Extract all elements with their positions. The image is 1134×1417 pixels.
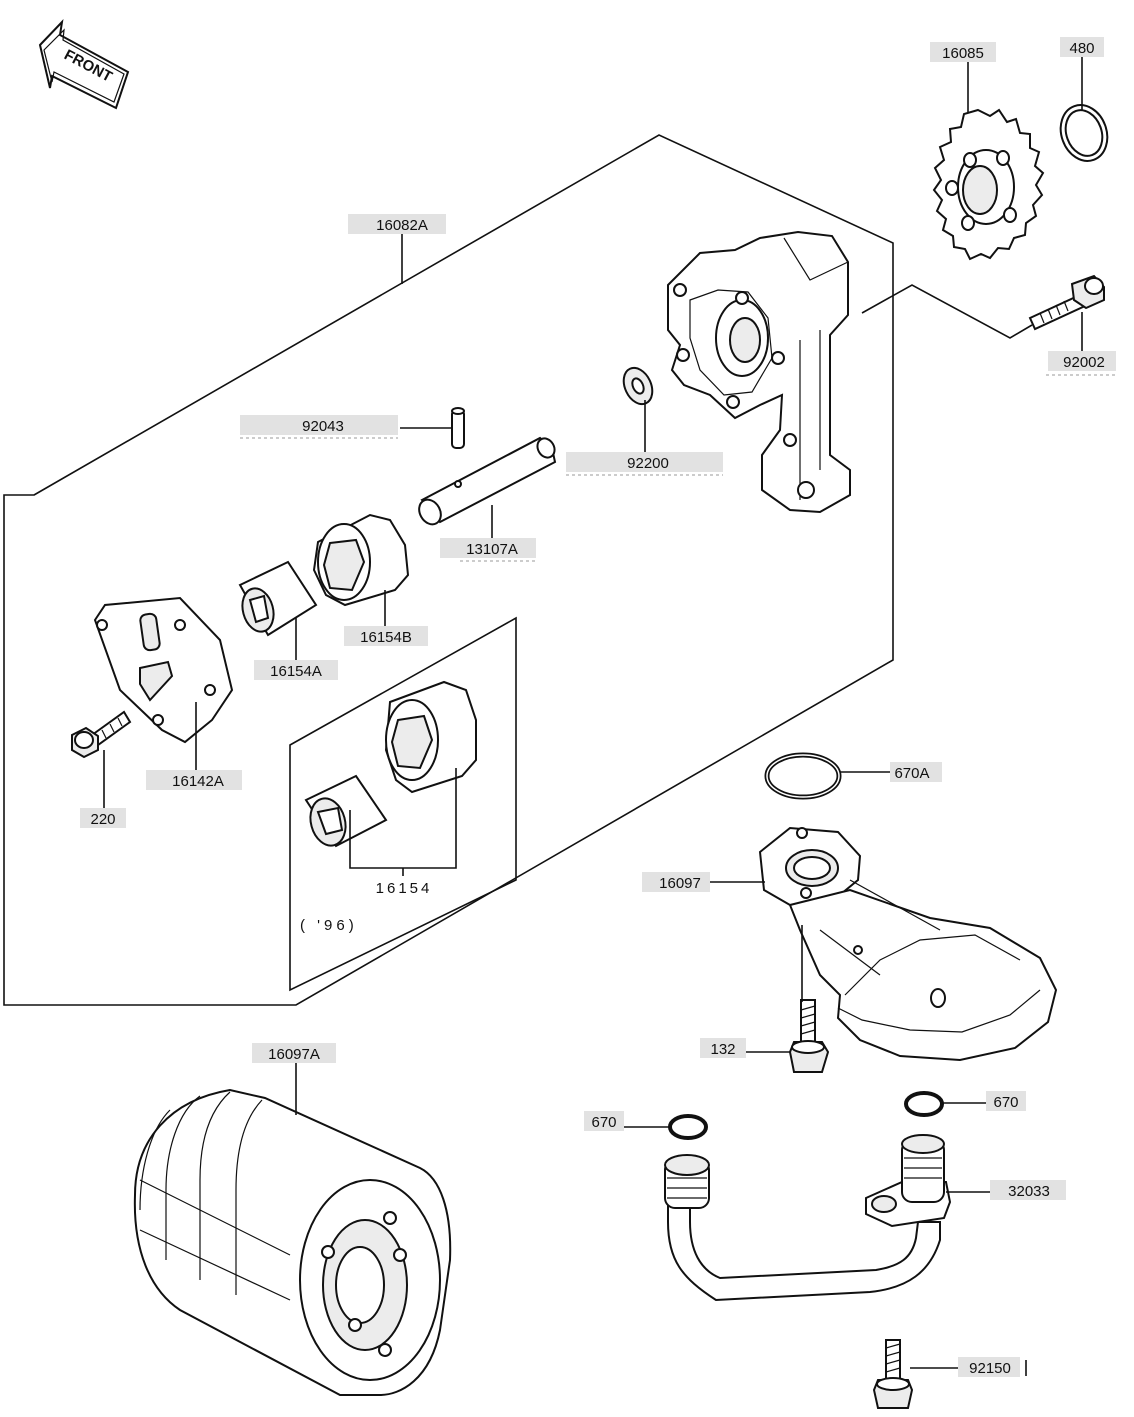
o-ring-670-left-icon — [668, 1114, 708, 1140]
label-32033-text: 32033 — [1008, 1183, 1050, 1200]
washer-92200-icon — [622, 366, 654, 406]
label-670-right: 670 — [986, 1091, 1026, 1111]
label-92002: 92002 — [1046, 351, 1116, 376]
inner-rotor-16154A-icon — [238, 560, 318, 637]
label-16154A: 16154A — [254, 660, 338, 680]
label-92043: 92043 — [240, 415, 398, 439]
label-92150: 92150 — [958, 1357, 1027, 1377]
label-670A-text: 670A — [894, 765, 929, 782]
bolt-92150-icon — [872, 1339, 914, 1409]
label-16154B-text: 16154B — [360, 629, 412, 646]
label-92002-text: 92002 — [1063, 354, 1105, 371]
label-16142A: 16142A — [146, 770, 242, 790]
label-92200: 92200 — [566, 452, 723, 476]
assembly-frame-16082A — [3, 134, 894, 1006]
label-92150-text: 92150 — [969, 1360, 1011, 1377]
front-arrow-icon: FRONT — [38, 19, 130, 110]
shaft-13107A-icon — [418, 436, 557, 526]
oil-pipe-32033-icon — [664, 1134, 952, 1302]
leader-lines — [103, 56, 1083, 1369]
group-label-16154: 16154 — [376, 880, 433, 897]
label-16082A-text: 16082A — [376, 217, 428, 234]
label-480: 480 — [1060, 37, 1104, 57]
label-16097A: 16097A — [252, 1043, 336, 1063]
label-32033: 32033 — [990, 1180, 1066, 1200]
oil-filter-16097A-icon — [133, 1088, 452, 1396]
label-16154A-text: 16154A — [270, 663, 322, 680]
label-670-left-text: 670 — [591, 1114, 616, 1131]
label-480-text: 480 — [1069, 40, 1094, 57]
pump-cover-16142A-icon — [93, 596, 234, 744]
label-16097-text: 16097 — [659, 875, 701, 892]
o-ring-670-right-icon — [904, 1091, 944, 1117]
label-16082A: 16082A — [348, 214, 446, 234]
oil-strainer-16097-icon — [758, 826, 1058, 1062]
bolt-220-icon — [71, 710, 132, 759]
bolt-132-icon — [788, 999, 830, 1073]
outer-rotor-16154B-icon — [312, 513, 410, 607]
label-16142A-text: 16142A — [172, 773, 224, 790]
rotor-set-16154-icon — [304, 680, 477, 848]
sprocket-16085-icon — [932, 108, 1045, 261]
o-ring-670A-icon — [764, 752, 842, 800]
bolt-92002-icon — [1028, 274, 1105, 331]
label-16085: 16085 — [930, 42, 996, 62]
label-132: 132 — [700, 1038, 746, 1058]
label-13107A: 13107A — [440, 538, 536, 562]
label-16097: 16097 — [642, 872, 710, 892]
label-220: 220 — [80, 808, 126, 828]
label-670-left: 670 — [584, 1111, 624, 1131]
leader-92002-frame — [861, 284, 1033, 339]
label-132-text: 132 — [710, 1041, 735, 1058]
label-670A: 670A — [890, 762, 942, 782]
snap-ring-480-icon — [1059, 104, 1109, 162]
subgroup-frame-16154 — [289, 616, 517, 992]
label-13107A-text: 13107A — [466, 541, 518, 558]
label-670-right-text: 670 — [993, 1094, 1018, 1111]
label-16097A-text: 16097A — [268, 1046, 320, 1063]
label-16154B: 16154B — [344, 626, 428, 646]
label-92043-text: 92043 — [302, 418, 344, 435]
pump-body-16082A-icon — [667, 230, 851, 514]
label-16085-text: 16085 — [942, 45, 984, 62]
label-220-text: 220 — [90, 811, 115, 828]
year-note: ( '96) — [300, 917, 358, 934]
pin-92043-icon — [451, 407, 465, 449]
label-92200-text: 92200 — [627, 455, 669, 472]
